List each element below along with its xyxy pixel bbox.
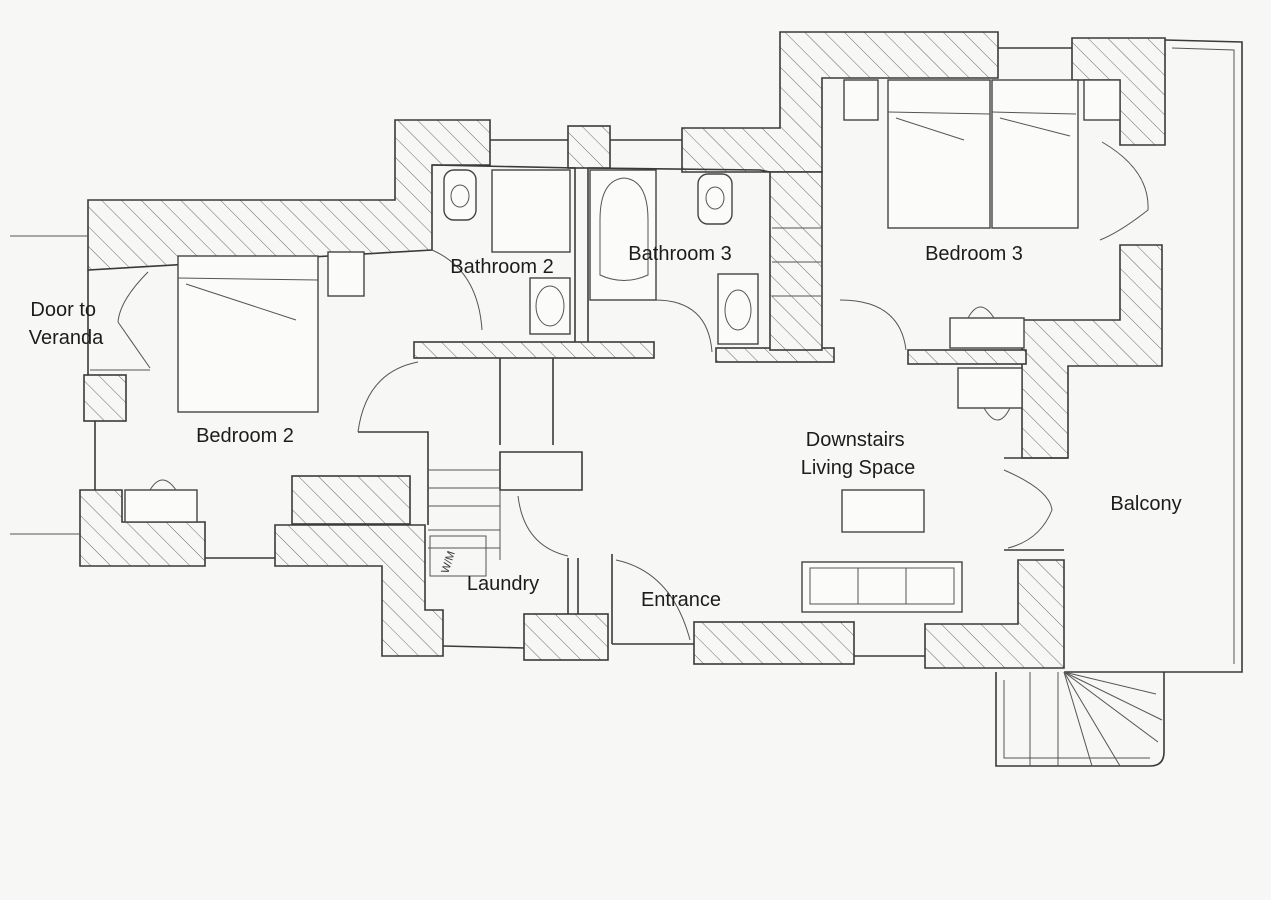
wall-bottom-entrance: [693, 621, 855, 665]
shelving-unit: [769, 171, 823, 351]
label-washing-machine: W/M: [439, 550, 457, 575]
sink-bath2-icon: [529, 277, 571, 335]
label-bathroom-2: Bathroom 2: [450, 256, 553, 278]
svg-text:Downstairs Living Space: Downstairs Living Space: [801, 429, 916, 479]
label-door-to-veranda-line1: Door to: [30, 299, 96, 321]
wall-bath-bottom: [413, 341, 655, 359]
wardrobe-bedroom2: [291, 475, 411, 525]
wall-bottom-left: [79, 489, 206, 567]
bed-bedroom3-a: [887, 79, 991, 229]
label-laundry: Laundry: [467, 573, 539, 595]
bed-bedroom3-b: [991, 79, 1079, 229]
wall-pillar-bath: [567, 125, 611, 169]
label-door-to-veranda-line2: Veranda: [29, 327, 104, 349]
wall-top-left: [87, 119, 491, 271]
shower-bath2: [491, 169, 571, 253]
bathtub-bath3: [589, 169, 657, 301]
outlines: [10, 39, 1243, 767]
wall-bottom-bedroom2: [274, 524, 444, 657]
desk-bedroom2: [124, 489, 198, 523]
washing-machine: [429, 535, 487, 577]
wall-bedroom3-bottom: [907, 349, 1027, 365]
wall-top-middle: [681, 31, 999, 173]
bed-bedroom2: [177, 255, 319, 413]
label-bedroom-3: Bedroom 3: [925, 243, 1023, 265]
label-living-line2: Living Space: [801, 457, 916, 479]
walls: [79, 31, 1166, 669]
furniture: [124, 79, 1121, 613]
doors: [90, 141, 1149, 641]
coffee-table: [841, 489, 925, 533]
label-entrance: Entrance: [641, 589, 721, 611]
toilet-bath2-icon: [443, 169, 477, 221]
desk-bedroom3: [949, 317, 1025, 349]
wall-bottom-right: [924, 559, 1065, 669]
label-balcony: Balcony: [1110, 493, 1181, 515]
label-bathroom-3: Bathroom 3: [628, 243, 731, 265]
label-bedroom-2: Bedroom 2: [196, 425, 294, 447]
wall-veranda-pillar: [83, 374, 127, 422]
sink-bath3-icon: [717, 273, 759, 345]
dining-table: [957, 367, 1023, 409]
svg-text:Door to Veranda: Door to Veranda: [29, 299, 104, 349]
wall-bottom-laundry: [523, 613, 609, 661]
label-living-line1: Downstairs: [806, 429, 905, 451]
toilet-bath3-icon: [697, 173, 733, 225]
wall-right-column: [1021, 244, 1163, 459]
